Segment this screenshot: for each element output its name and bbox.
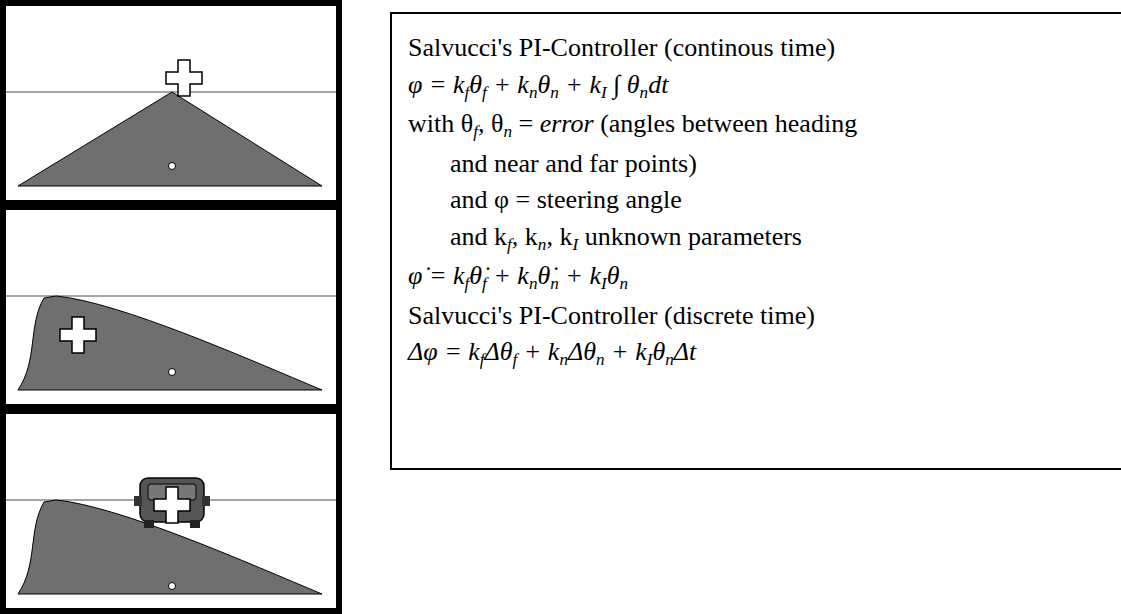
formula-text: , k (546, 222, 572, 251)
subscript-text: n (619, 274, 628, 293)
subscript-text: n (538, 235, 547, 254)
formula-text: θ (607, 261, 620, 290)
formula-text: Salvucci's PI-Controller (continous time… (408, 33, 835, 62)
formula-text: and k (450, 222, 507, 251)
subscript-text: n (596, 350, 605, 369)
formula-text: dt (648, 70, 668, 99)
subscript-text: n (503, 122, 512, 141)
car-symbol (134, 478, 210, 528)
text-line: φ̇ = kfθ̇f + knθ̇n + kIθn (408, 258, 1112, 298)
formula-text: unknown parameters (578, 222, 802, 251)
road-panel (3, 411, 339, 611)
text-line: and kf, kn, kI unknown parameters (408, 219, 1112, 259)
subscript-text: I (601, 274, 607, 293)
formula-text: + k (559, 70, 601, 99)
formula-text: Δφ = k (408, 337, 480, 366)
subscript-text: n (665, 350, 674, 369)
road-panel (3, 207, 339, 407)
text-line: Δφ = kfΔθf + knΔθn + kIθnΔt (408, 334, 1112, 374)
subscript-text: n (640, 83, 649, 102)
formula-text: + k (487, 261, 529, 290)
subscript-text: n (529, 274, 538, 293)
subscript-text: f (473, 122, 478, 141)
road-panel (3, 3, 339, 203)
text-line: with θf, θn = error (angles between head… (408, 106, 1112, 146)
formula-text: Δθ (568, 337, 596, 366)
subscript-text: f (464, 274, 469, 293)
formula-text: and near and far points) (450, 149, 697, 178)
subscript-text: n (550, 274, 559, 293)
subscript-text: f (513, 350, 518, 369)
formula-text: Δt (674, 337, 696, 366)
subscript-text: I (601, 83, 607, 102)
subscript-text: n (550, 83, 559, 102)
subscript-text: I (647, 350, 653, 369)
formula-text: Salvucci's PI-Controller (discrete time) (408, 301, 815, 330)
formula-text: + k (605, 337, 647, 366)
formula-text: error (540, 109, 594, 138)
formula-text: + k (487, 70, 529, 99)
text-line: Salvucci's PI-Controller (continous time… (408, 30, 1112, 67)
formula-text: θ (537, 70, 550, 99)
formula-text: θ (469, 70, 482, 99)
subscript-text: n (529, 83, 538, 102)
formula-text: (angles between heading (594, 109, 858, 138)
subscript-text: f (482, 83, 487, 102)
formula-text: φ̇ = k (408, 261, 464, 290)
formula-text: , k (512, 222, 538, 251)
formula-text: + k (559, 261, 601, 290)
text-line: and φ = steering angle (408, 182, 1112, 219)
formula-text: θ (652, 337, 665, 366)
formula-text: with θ (408, 109, 473, 138)
formula-text: , θ (478, 109, 503, 138)
formula-text: = (512, 109, 540, 138)
text-line: Salvucci's PI-Controller (discrete time) (408, 298, 1112, 335)
formula-text: ∫ θ (607, 70, 640, 99)
subscript-text: f (507, 235, 512, 254)
subscript-text: f (482, 274, 487, 293)
text-line: and near and far points) (408, 146, 1112, 183)
formula-text: and φ = steering angle (450, 185, 682, 214)
formula-text: θ̇ (537, 261, 550, 290)
formula-box: Salvucci's PI-Controller (continous time… (390, 12, 1121, 470)
subscript-text: f (480, 350, 485, 369)
subscript-text: I (572, 235, 578, 254)
formula-text: + k (517, 337, 559, 366)
formula-text: θ̇ (469, 261, 482, 290)
formula-text: φ = k (408, 70, 464, 99)
formula-text: Δθ (485, 337, 513, 366)
text-line: φ = kfθf + knθn + kI ∫ θndt (408, 67, 1112, 107)
subscript-text: n (559, 350, 568, 369)
subscript-text: f (464, 83, 469, 102)
